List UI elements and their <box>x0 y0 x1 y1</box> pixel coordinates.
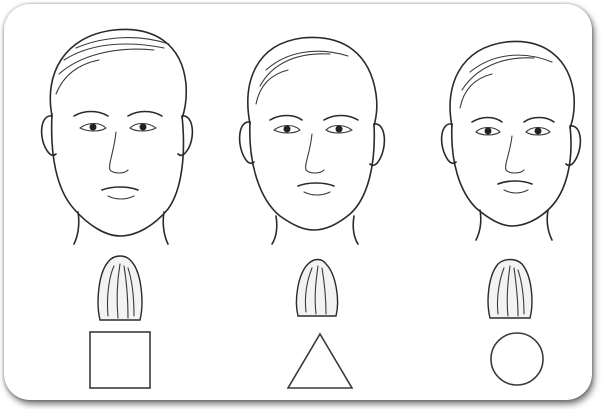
tooth-icon-1 <box>98 256 142 320</box>
tooth-icon-2 <box>296 260 337 317</box>
face-circle <box>442 41 581 240</box>
face-square <box>42 29 193 244</box>
square-shape <box>90 332 150 388</box>
face-shapes-diagram <box>4 4 592 400</box>
image-frame <box>4 4 592 400</box>
tooth-icon-3 <box>488 260 532 319</box>
circle-shape <box>491 333 543 385</box>
face-triangle <box>240 37 385 244</box>
triangle-shape <box>288 334 352 388</box>
